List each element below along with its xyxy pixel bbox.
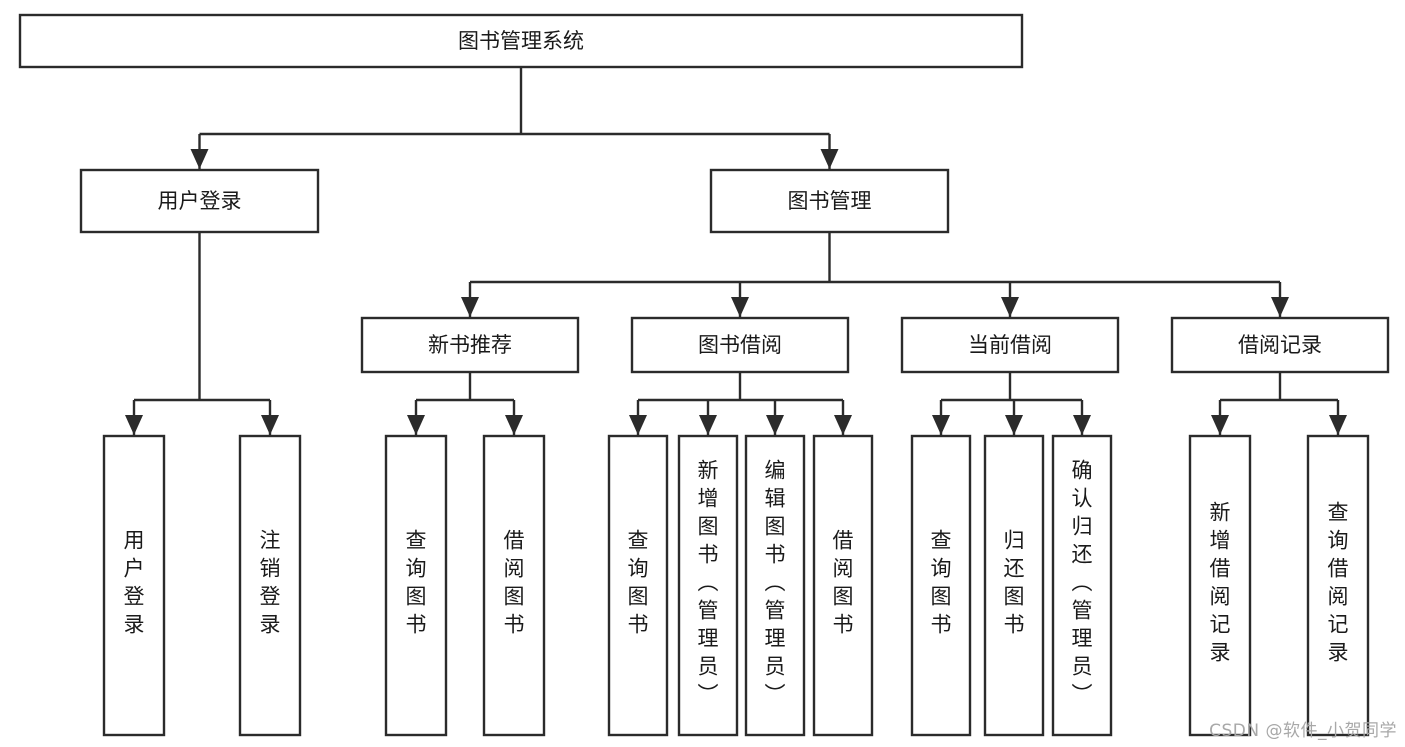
arrow-head-icon xyxy=(1211,415,1229,435)
arrow-head-icon xyxy=(1271,297,1289,317)
node-label-vertical: 查询借阅记录 xyxy=(1328,501,1349,665)
arrow-head-icon xyxy=(820,149,839,169)
node-book-borrow[interactable]: 图书借阅 xyxy=(630,316,850,374)
node-label-vertical: 借阅图书 xyxy=(504,529,525,637)
arrow-head-icon xyxy=(731,297,749,317)
connector-layer xyxy=(125,67,1347,435)
node-new-book-rec[interactable]: 新书推荐 xyxy=(360,316,580,374)
node-leaf-query-record[interactable]: 查询借阅记录 xyxy=(1306,434,1370,737)
node-label: 图书管理系统 xyxy=(458,29,584,53)
node-leaf-edit-book[interactable]: 编辑图书︵管理员︶ xyxy=(744,434,806,737)
node-leaf-borrow-book-2[interactable]: 借阅图书 xyxy=(812,434,874,737)
edge-group-current-borrow xyxy=(932,372,1091,435)
arrow-head-icon xyxy=(1073,415,1091,435)
node-label: 新书推荐 xyxy=(428,333,512,357)
node-label-vertical: 借阅图书 xyxy=(833,529,854,637)
node-label: 图书借阅 xyxy=(698,333,782,357)
arrow-head-icon xyxy=(505,415,523,435)
node-label-vertical: 编辑图书︵管理员︶ xyxy=(765,459,786,707)
edge-group-book-borrow xyxy=(629,372,852,435)
node-label-vertical: 归还图书 xyxy=(1004,529,1025,637)
node-label-vertical: 查询图书 xyxy=(628,529,649,637)
node-label-vertical: 查询图书 xyxy=(931,529,952,637)
node-leaf-return-book[interactable]: 归还图书 xyxy=(983,434,1045,737)
node-label: 图书管理 xyxy=(788,189,872,213)
node-leaf-query-book-2[interactable]: 查询图书 xyxy=(607,434,669,737)
arrow-head-icon xyxy=(461,297,479,317)
node-leaf-add-record[interactable]: 新增借阅记录 xyxy=(1188,434,1252,737)
node-label: 借阅记录 xyxy=(1238,333,1322,357)
edge-group-book-manage xyxy=(461,232,1289,317)
arrow-head-icon xyxy=(699,415,717,435)
node-label-vertical: 新增图书︵管理员︶ xyxy=(698,459,719,707)
arrow-head-icon xyxy=(407,415,425,435)
node-label: 当前借阅 xyxy=(968,333,1052,357)
node-leaf-query-book-3[interactable]: 查询图书 xyxy=(910,434,972,737)
node-leaf-user-login[interactable]: 用户登录 xyxy=(102,434,166,737)
node-leaf-logout[interactable]: 注销登录 xyxy=(238,434,302,737)
node-label-vertical: 用户登录 xyxy=(124,529,145,637)
arrow-head-icon xyxy=(932,415,950,435)
node-label-vertical: 查询图书 xyxy=(406,529,427,637)
node-leaf-query-book-1[interactable]: 查询图书 xyxy=(384,434,448,737)
edge-group-root xyxy=(190,67,839,169)
arrow-head-icon xyxy=(261,415,279,435)
arrow-head-icon xyxy=(190,149,209,169)
node-borrow-record[interactable]: 借阅记录 xyxy=(1170,316,1390,374)
node-root[interactable]: 图书管理系统 xyxy=(18,13,1024,69)
arrow-head-icon xyxy=(766,415,784,435)
node-leaf-confirm-return[interactable]: 确认归还︵管理员︶ xyxy=(1051,434,1113,737)
arrow-head-icon xyxy=(1005,415,1023,435)
node-current-borrow[interactable]: 当前借阅 xyxy=(900,316,1120,374)
node-label: 用户登录 xyxy=(158,189,242,213)
arrow-head-icon xyxy=(125,415,143,435)
node-leaf-borrow-book-1[interactable]: 借阅图书 xyxy=(482,434,546,737)
node-leaf-add-book[interactable]: 新增图书︵管理员︶ xyxy=(677,434,739,737)
node-label-vertical: 确认归还︵管理员︶ xyxy=(1072,459,1093,707)
node-book-manage[interactable]: 图书管理 xyxy=(709,168,950,234)
arrow-head-icon xyxy=(1329,415,1347,435)
edge-group-user-login xyxy=(125,232,279,435)
arrow-head-icon xyxy=(834,415,852,435)
edge-group-borrow-record xyxy=(1211,372,1347,435)
node-user-login[interactable]: 用户登录 xyxy=(79,168,320,234)
arrow-head-icon xyxy=(629,415,647,435)
node-label-vertical: 新增借阅记录 xyxy=(1210,501,1231,665)
node-layer: 图书管理系统用户登录图书管理新书推荐图书借阅当前借阅借阅记录用户登录注销登录查询… xyxy=(18,13,1390,737)
edge-group-new-book-rec xyxy=(407,372,523,435)
node-label-vertical: 注销登录 xyxy=(260,529,281,637)
arrow-head-icon xyxy=(1001,297,1019,317)
